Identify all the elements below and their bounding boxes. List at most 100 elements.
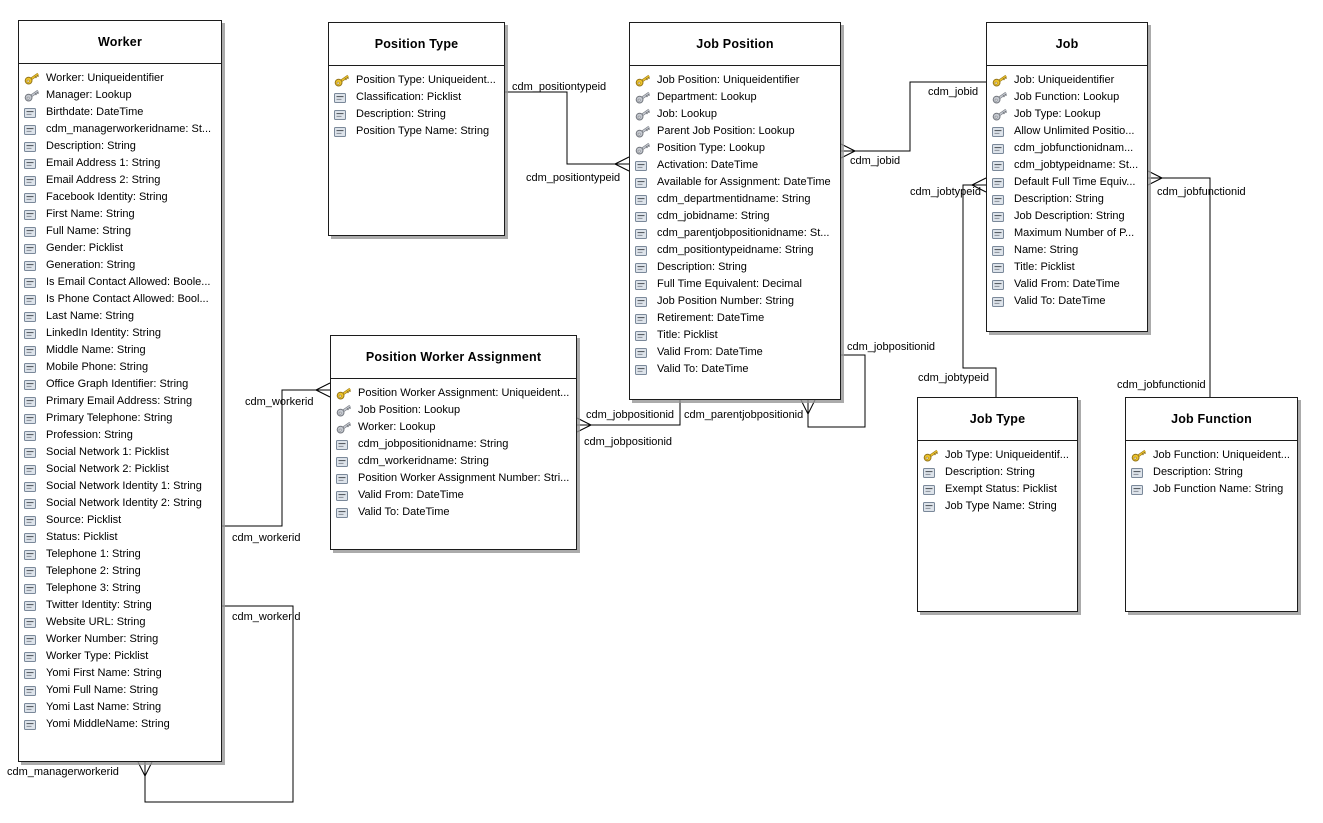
- field-row: Parent Job Position: Lookup: [630, 123, 840, 140]
- attribute-icon: [992, 211, 1014, 222]
- field-row: Department: Lookup: [630, 89, 840, 106]
- field-row: cdm_jobfunctionidnam...: [987, 140, 1147, 157]
- field-row: cdm_jobpositionidname: String: [331, 436, 576, 453]
- connector-jobposition-self-parent: [807, 354, 866, 428]
- field-row: Exempt Status: Picklist: [918, 481, 1077, 498]
- attribute-icon: [334, 126, 356, 137]
- entity-title: Job Type: [918, 398, 1077, 441]
- field-label: cdm_workeridname: String: [358, 455, 489, 467]
- field-label: Full Name: String: [46, 225, 131, 237]
- field-label: Exempt Status: Picklist: [945, 483, 1057, 495]
- attribute-icon: [334, 109, 356, 120]
- attribute-icon: [635, 313, 657, 324]
- field-row: Retirement: DateTime: [630, 310, 840, 327]
- field-label: Valid From: DateTime: [358, 489, 464, 501]
- field-label: Last Name: String: [46, 310, 135, 322]
- field-row: Job Description: String: [987, 208, 1147, 225]
- field-label: Job Type: Lookup: [1014, 108, 1101, 120]
- field-row: Job Position: Uniqueidentifier: [630, 72, 840, 89]
- field-label: Is Email Contact Allowed: Boole...: [46, 276, 211, 288]
- field-row: Position Worker Assignment: Uniqueident.…: [331, 385, 576, 402]
- field-label: Profession: String: [46, 429, 133, 441]
- primary-key-icon: [334, 74, 356, 87]
- field-label: Name: String: [1014, 244, 1079, 256]
- attribute-icon: [992, 279, 1014, 290]
- field-label: LinkedIn Identity: String: [46, 327, 161, 339]
- field-label: Title: Picklist: [657, 329, 718, 341]
- field-label: Yomi Full Name: String: [46, 684, 159, 696]
- field-label: cdm_positiontypeidname: String: [657, 244, 814, 256]
- field-label: Activation: DateTime: [657, 159, 759, 171]
- field-row: Description: String: [987, 191, 1147, 208]
- attribute-icon: [336, 490, 358, 501]
- connector-label: cdm_positiontypeid: [512, 81, 607, 93]
- field-label: Social Network 2: Picklist: [46, 463, 169, 475]
- field-label: Description: String: [657, 261, 747, 273]
- field-label: Valid To: DateTime: [358, 506, 450, 518]
- connector-jobfunction-to-job: [1162, 177, 1211, 397]
- field-row: Yomi First Name: String: [19, 665, 221, 682]
- attribute-icon: [24, 515, 46, 526]
- crowfoot-many-icon: [971, 177, 987, 193]
- field-label: Yomi Last Name: String: [46, 701, 162, 713]
- field-row: Birthdate: DateTime: [19, 104, 221, 121]
- field-row: Position Worker Assignment Number: Stri.…: [331, 470, 576, 487]
- entity-title: Job: [987, 23, 1147, 66]
- entity-field-list: Position Type: Uniqueident...Classificat…: [329, 66, 504, 140]
- field-label: Description: String: [46, 140, 136, 152]
- entity-field-list: Position Worker Assignment: Uniqueident.…: [331, 379, 576, 521]
- field-row: Worker: Lookup: [331, 419, 576, 436]
- connector-label: cdm_jobpositionid: [584, 436, 673, 448]
- field-label: Yomi First Name: String: [46, 667, 162, 679]
- attribute-icon: [923, 484, 945, 495]
- field-label: Manager: Lookup: [46, 89, 132, 101]
- field-row: Activation: DateTime: [630, 157, 840, 174]
- attribute-icon: [24, 396, 46, 407]
- attribute-icon: [24, 447, 46, 458]
- attribute-icon: [635, 194, 657, 205]
- attribute-icon: [24, 685, 46, 696]
- field-row: Facebook Identity: String: [19, 189, 221, 206]
- attribute-icon: [24, 158, 46, 169]
- foreign-key-icon: [992, 91, 1014, 104]
- connector-jobposition-to-positionworkerassignment: [591, 400, 681, 426]
- attribute-icon: [635, 364, 657, 375]
- attribute-icon: [24, 719, 46, 730]
- field-row: cdm_jobidname: String: [630, 208, 840, 225]
- attribute-icon: [24, 243, 46, 254]
- field-label: Title: Picklist: [1014, 261, 1075, 273]
- primary-key-icon: [24, 72, 46, 85]
- field-label: Default Full Time Equiv...: [1014, 176, 1136, 188]
- field-label: Job Type Name: String: [945, 500, 1057, 512]
- attribute-icon: [24, 379, 46, 390]
- field-row: cdm_positiontypeidname: String: [630, 242, 840, 259]
- attribute-icon: [24, 600, 46, 611]
- field-row: Email Address 1: String: [19, 155, 221, 172]
- field-label: Department: Lookup: [657, 91, 757, 103]
- field-row: Position Type: Lookup: [630, 140, 840, 157]
- foreign-key-icon: [635, 108, 657, 121]
- connector-label: cdm_workerid: [232, 611, 301, 623]
- field-label: Worker Type: Picklist: [46, 650, 149, 662]
- connector-worker-self-manager: [144, 605, 294, 803]
- connector-label: cdm_jobfunctionid: [1117, 379, 1206, 391]
- connector-label: cdm_jobid: [850, 155, 901, 167]
- field-row: Source: Picklist: [19, 512, 221, 529]
- field-row: Yomi Last Name: String: [19, 699, 221, 716]
- attribute-icon: [992, 194, 1014, 205]
- field-row: Worker Number: String: [19, 631, 221, 648]
- attribute-icon: [635, 330, 657, 341]
- field-row: Social Network Identity 2: String: [19, 495, 221, 512]
- attribute-icon: [336, 473, 358, 484]
- field-label: cdm_jobidname: String: [657, 210, 770, 222]
- field-row: Worker: Uniqueidentifier: [19, 70, 221, 87]
